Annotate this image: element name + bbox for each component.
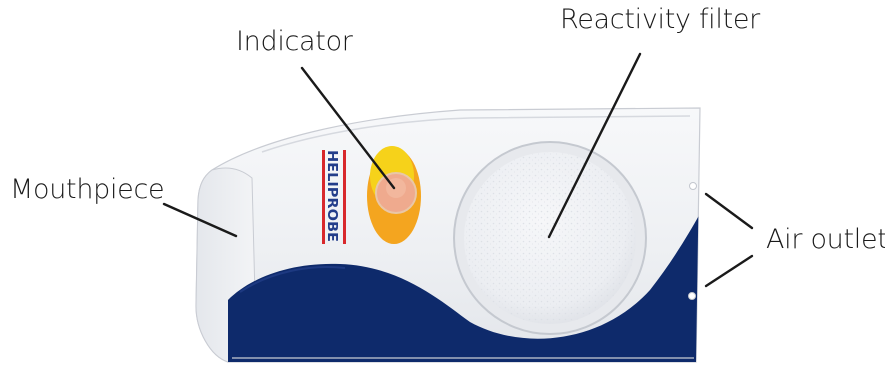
reactivity-filter (454, 142, 646, 334)
air-outlet-hole-bottom (689, 293, 696, 300)
indicator-label: Indicator (236, 28, 353, 55)
air-outlet-label: Air outlet (766, 226, 885, 253)
reactivity-filter-label: Reactivity filter (560, 6, 760, 33)
brand-stripe-right (343, 150, 346, 244)
air-outlet-callout-line-top (706, 194, 752, 228)
filter-texture (464, 152, 636, 324)
air-outlet-callout-line-bottom (706, 256, 752, 286)
mouthpiece-label: Mouthpiece (10, 176, 164, 203)
air-outlet-hole-top (690, 183, 697, 190)
brand-text: HELIPROBE (324, 150, 340, 242)
